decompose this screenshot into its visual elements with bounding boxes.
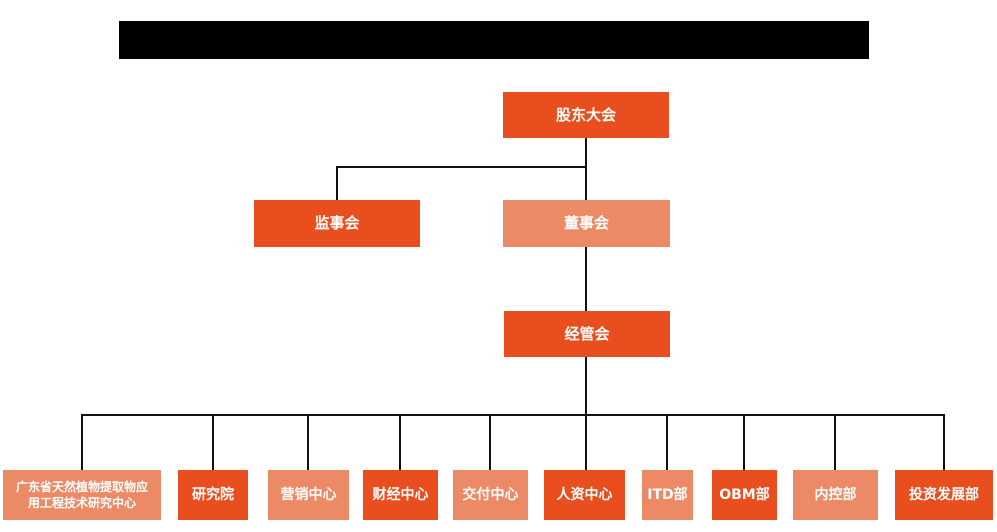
connector-drop-research-center xyxy=(81,414,83,470)
connector-drop-itd-dept xyxy=(666,414,668,470)
org-node-research-center: 广东省天然植物提取物应用工程技术研究中心 xyxy=(3,470,161,520)
connector-drop-internal-control-dept xyxy=(834,414,836,470)
org-node-investment-development-dept: 投资发展部 xyxy=(895,470,993,520)
org-node-obm-dept: OBM部 xyxy=(712,470,777,520)
connector-management-trunk xyxy=(585,357,587,470)
connector-row2-horizontal xyxy=(336,166,587,168)
org-node-supervisory-board: 监事会 xyxy=(254,200,420,247)
org-node-management-committee: 经管会 xyxy=(504,311,670,357)
connector-drop-investment-development-dept xyxy=(943,414,945,470)
org-node-research-institute: 研究院 xyxy=(178,470,248,520)
connector-board-to-management xyxy=(585,247,587,311)
org-node-itd-dept: ITD部 xyxy=(642,470,693,520)
connector-drop-delivery-center xyxy=(489,414,491,470)
org-node-marketing-center: 营销中心 xyxy=(268,470,349,520)
connector-drop-finance-center xyxy=(399,414,401,470)
redacted-title-bar xyxy=(119,21,869,59)
org-node-finance-center: 财经中心 xyxy=(363,470,438,520)
org-node-hr-center: 人资中心 xyxy=(544,470,625,520)
org-node-shareholders-meeting: 股东大会 xyxy=(503,92,669,138)
org-node-delivery-center: 交付中心 xyxy=(453,470,528,520)
connector-root-to-row2 xyxy=(585,138,587,200)
org-node-board-of-directors: 董事会 xyxy=(503,200,670,247)
connector-supervisory-drop xyxy=(336,166,338,200)
connector-drop-research-institute xyxy=(212,414,214,470)
connector-drop-obm-dept xyxy=(743,414,745,470)
connector-drop-marketing-center xyxy=(307,414,309,470)
connector-departments-horizontal xyxy=(81,414,945,416)
org-node-internal-control-dept: 内控部 xyxy=(793,470,878,520)
